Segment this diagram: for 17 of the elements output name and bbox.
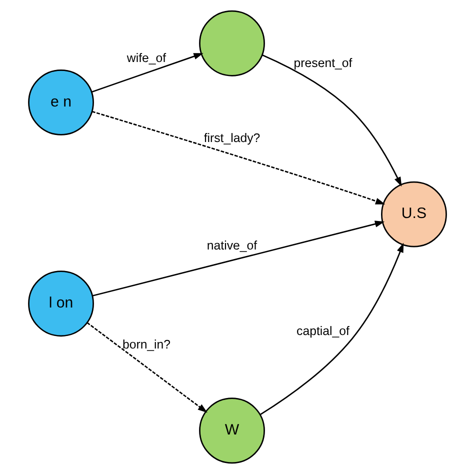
- arrow: [259, 242, 404, 416]
- edge-label: native_of: [206, 238, 257, 253]
- edge-label: born_in?: [122, 338, 170, 352]
- edge-label: wife_of: [126, 51, 166, 66]
- node-circle: e n: [28, 69, 94, 136]
- node-circle: W: [198, 398, 264, 464]
- arrow: [91, 110, 385, 204]
- arrow: [86, 322, 207, 413]
- edge-label: present_of: [293, 56, 352, 70]
- arrow: [92, 220, 384, 296]
- node-circle: [198, 10, 264, 76]
- edge-label: captial_of: [296, 324, 349, 338]
- edge-label: first_lady?: [203, 130, 260, 145]
- node-circle: U.S: [380, 181, 446, 248]
- arrow: [90, 53, 203, 93]
- node-circle: l on: [28, 270, 94, 337]
- arrow: [261, 54, 402, 187]
